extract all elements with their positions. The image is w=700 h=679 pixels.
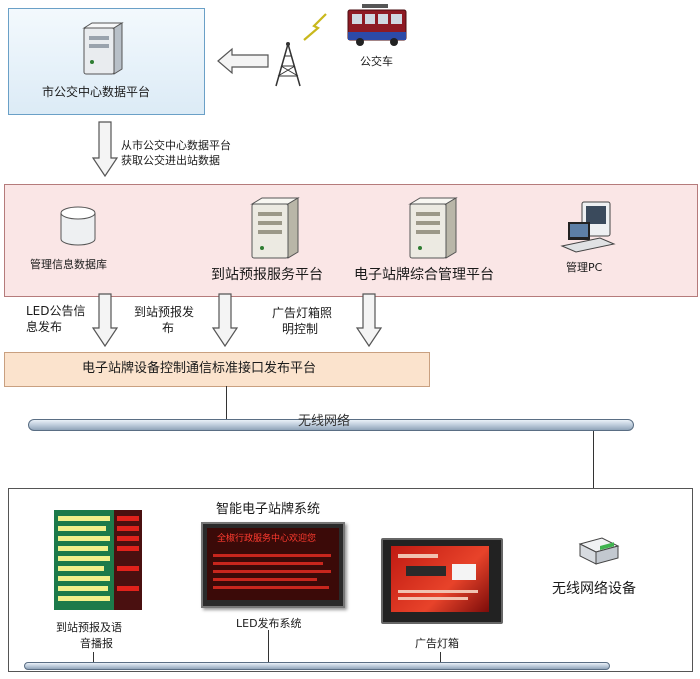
connector-line [268, 630, 269, 666]
pc-icon [560, 201, 616, 253]
sign-management-platform-label: 电子站牌综合管理平台 [354, 267, 494, 283]
lightbox-label: 广告灯箱 [415, 637, 459, 650]
ad-lightbox-content [398, 554, 478, 600]
forecast-platform-label: 到站预报服务平台 [211, 267, 323, 283]
management-pc-label: 管理PC [566, 261, 603, 274]
lightbox-control-label-line1: 广告灯箱照 [272, 306, 333, 320]
management-platform-band [4, 184, 698, 297]
led-system-label: LED发布系统 [236, 617, 302, 630]
router-icon [578, 537, 620, 565]
interface-platform-box [4, 352, 430, 387]
local-bus [24, 662, 610, 670]
lightbox-control-label-line2: 明控制 [282, 322, 319, 336]
smart-sign-system-title: 智能电子站牌系统 [216, 502, 321, 517]
bus-label: 公交车 [360, 55, 393, 68]
server-icon [408, 197, 458, 259]
down-arrow-icon [91, 293, 119, 348]
led-publish-label-line1: LED公告信 [26, 304, 86, 318]
database-label: 管理信息数据库 [30, 258, 107, 271]
left-arrow-icon [217, 47, 269, 75]
radio-tower-icon [275, 42, 301, 87]
wireless-signal-icon [303, 13, 327, 41]
city-data-platform-label: 市公交中心数据平台 [42, 85, 151, 99]
led-screen-text: 全椒行政服务中心欢迎您 [217, 534, 317, 544]
arrival-display-label-line2: 音播报 [80, 637, 113, 650]
down-arrow-icon [91, 121, 119, 178]
wireless-network-bus [28, 419, 634, 431]
interface-platform-label: 电子站牌设备控制通信标准接口发布平台 [82, 361, 317, 376]
led-text-rows [213, 554, 331, 589]
arrival-publish-label-line2: 布 [162, 321, 175, 335]
database-icon [60, 206, 96, 246]
down-arrow-icon [211, 293, 239, 348]
server-icon [250, 197, 300, 259]
led-publish-label-line2: 息发布 [26, 320, 63, 334]
connector-line [593, 431, 594, 539]
connector-line [440, 652, 441, 666]
arrival-display-board [54, 510, 142, 610]
down-arrow-icon [355, 293, 383, 348]
server-icon [82, 22, 124, 75]
arrival-publish-label-line1: 到站预报发 [134, 305, 195, 319]
connector-line [93, 652, 94, 666]
arrival-display-label-line1: 到站预报及语 [56, 621, 122, 634]
wireless-device-label: 无线网络设备 [552, 581, 636, 597]
wireless-network-label: 无线网络 [298, 414, 351, 429]
transfer-text-line2: 获取公交进出站数据 [121, 154, 220, 167]
transfer-text-line1: 从市公交中心数据平台 [121, 139, 231, 152]
connector-line [226, 386, 227, 420]
bus-icon [347, 4, 407, 46]
